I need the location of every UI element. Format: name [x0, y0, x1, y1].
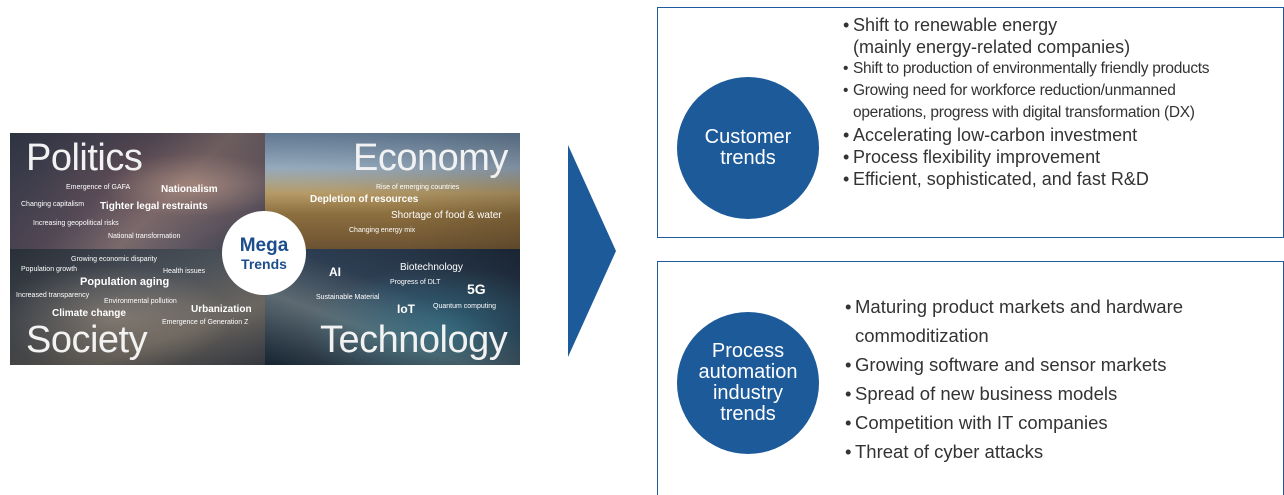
list-item: Threat of cyber attacks — [845, 437, 1275, 466]
list-item: Efficient, sophisticated, and fast R&D — [843, 168, 1278, 190]
economy-term: Depletion of resources — [310, 194, 419, 205]
technology-title: Technology — [320, 319, 508, 361]
politics-term: Nationalism — [161, 184, 218, 195]
industry-trends-title-line: automation — [698, 361, 798, 383]
customer-trends-title-line: Customer — [704, 126, 792, 148]
industry-trends-title-line: Process — [711, 340, 785, 362]
technology-term: IoT — [397, 302, 415, 316]
industry-trends-circle: Process automation industry trends — [677, 312, 819, 454]
customer-trends-list: Shift to renewable energy(mainly energy-… — [843, 14, 1278, 190]
arrow-right-icon — [568, 145, 616, 357]
list-item: Process flexibility improvement — [843, 146, 1278, 168]
mega-trends-badge: Mega Trends — [222, 211, 306, 295]
customer-trends-circle: Customer trends — [677, 77, 819, 219]
mega-trends-collage: Politics Emergence of GAFA Nationalism C… — [10, 133, 520, 365]
economy-title: Economy — [353, 137, 508, 179]
industry-trends-title-line: industry — [712, 382, 784, 404]
industry-trends-box: Process automation industry trends Matur… — [657, 261, 1284, 495]
politics-term: National transformation — [108, 233, 181, 240]
society-photo — [10, 249, 265, 365]
economy-term: Shortage of food & water — [391, 210, 502, 221]
technology-term: AI — [329, 265, 341, 279]
economy-photo — [265, 133, 520, 249]
society-term: Climate change — [52, 308, 126, 319]
list-item: Shift to renewable energy(mainly energy-… — [843, 14, 1278, 58]
technology-term: Progress of DLT — [390, 279, 441, 286]
technology-term: 5G — [467, 281, 486, 297]
society-term: Environmental pollution — [104, 298, 177, 305]
list-item: Spread of new business models — [845, 379, 1275, 408]
list-item: Competition with IT companies — [845, 408, 1275, 437]
society-term: Health issues — [163, 268, 206, 275]
list-item: Maturing product markets and hardwarecom… — [845, 292, 1275, 350]
list-item: Growing need for workforce reduction/unm… — [843, 80, 1278, 124]
list-item: Accelerating low-carbon investment — [843, 124, 1278, 146]
technology-term: Sustainable Material — [316, 294, 380, 301]
politics-term: Tighter legal restraints — [100, 201, 208, 212]
industry-trends-title-line: trends — [720, 403, 776, 425]
technology-photo — [265, 249, 520, 365]
society-title: Society — [26, 319, 148, 361]
mega-trends-label-line1: Mega — [239, 234, 289, 256]
society-term: Emergence of Generation Z — [162, 319, 249, 326]
politics-title: Politics — [26, 137, 143, 179]
society-term: Increased transparency — [16, 292, 90, 299]
customer-trends-box: Customer trends Shift to renewable energ… — [657, 7, 1284, 238]
society-term: Growing economic disparity — [71, 256, 157, 263]
politics-photo — [10, 133, 265, 249]
politics-term: Changing capitalism — [21, 201, 85, 208]
list-item: Growing software and sensor markets — [845, 350, 1275, 379]
society-term: Urbanization — [191, 304, 252, 315]
politics-term: Increasing geopolitical risks — [33, 220, 119, 227]
industry-trends-list: Maturing product markets and hardwarecom… — [845, 292, 1275, 466]
list-item: Shift to production of environmentally f… — [843, 58, 1278, 80]
technology-term: Biotechnology — [400, 262, 463, 273]
mega-trends-label-line2: Trends — [241, 255, 287, 272]
politics-term: Emergence of GAFA — [66, 184, 131, 191]
customer-trends-title-line: trends — [720, 147, 776, 169]
economy-term: Rise of emerging countries — [376, 184, 460, 191]
society-term: Population growth — [21, 266, 78, 273]
technology-term: Quantum computing — [433, 303, 497, 310]
society-term: Population aging — [80, 276, 170, 288]
economy-term: Changing energy mix — [349, 227, 416, 234]
